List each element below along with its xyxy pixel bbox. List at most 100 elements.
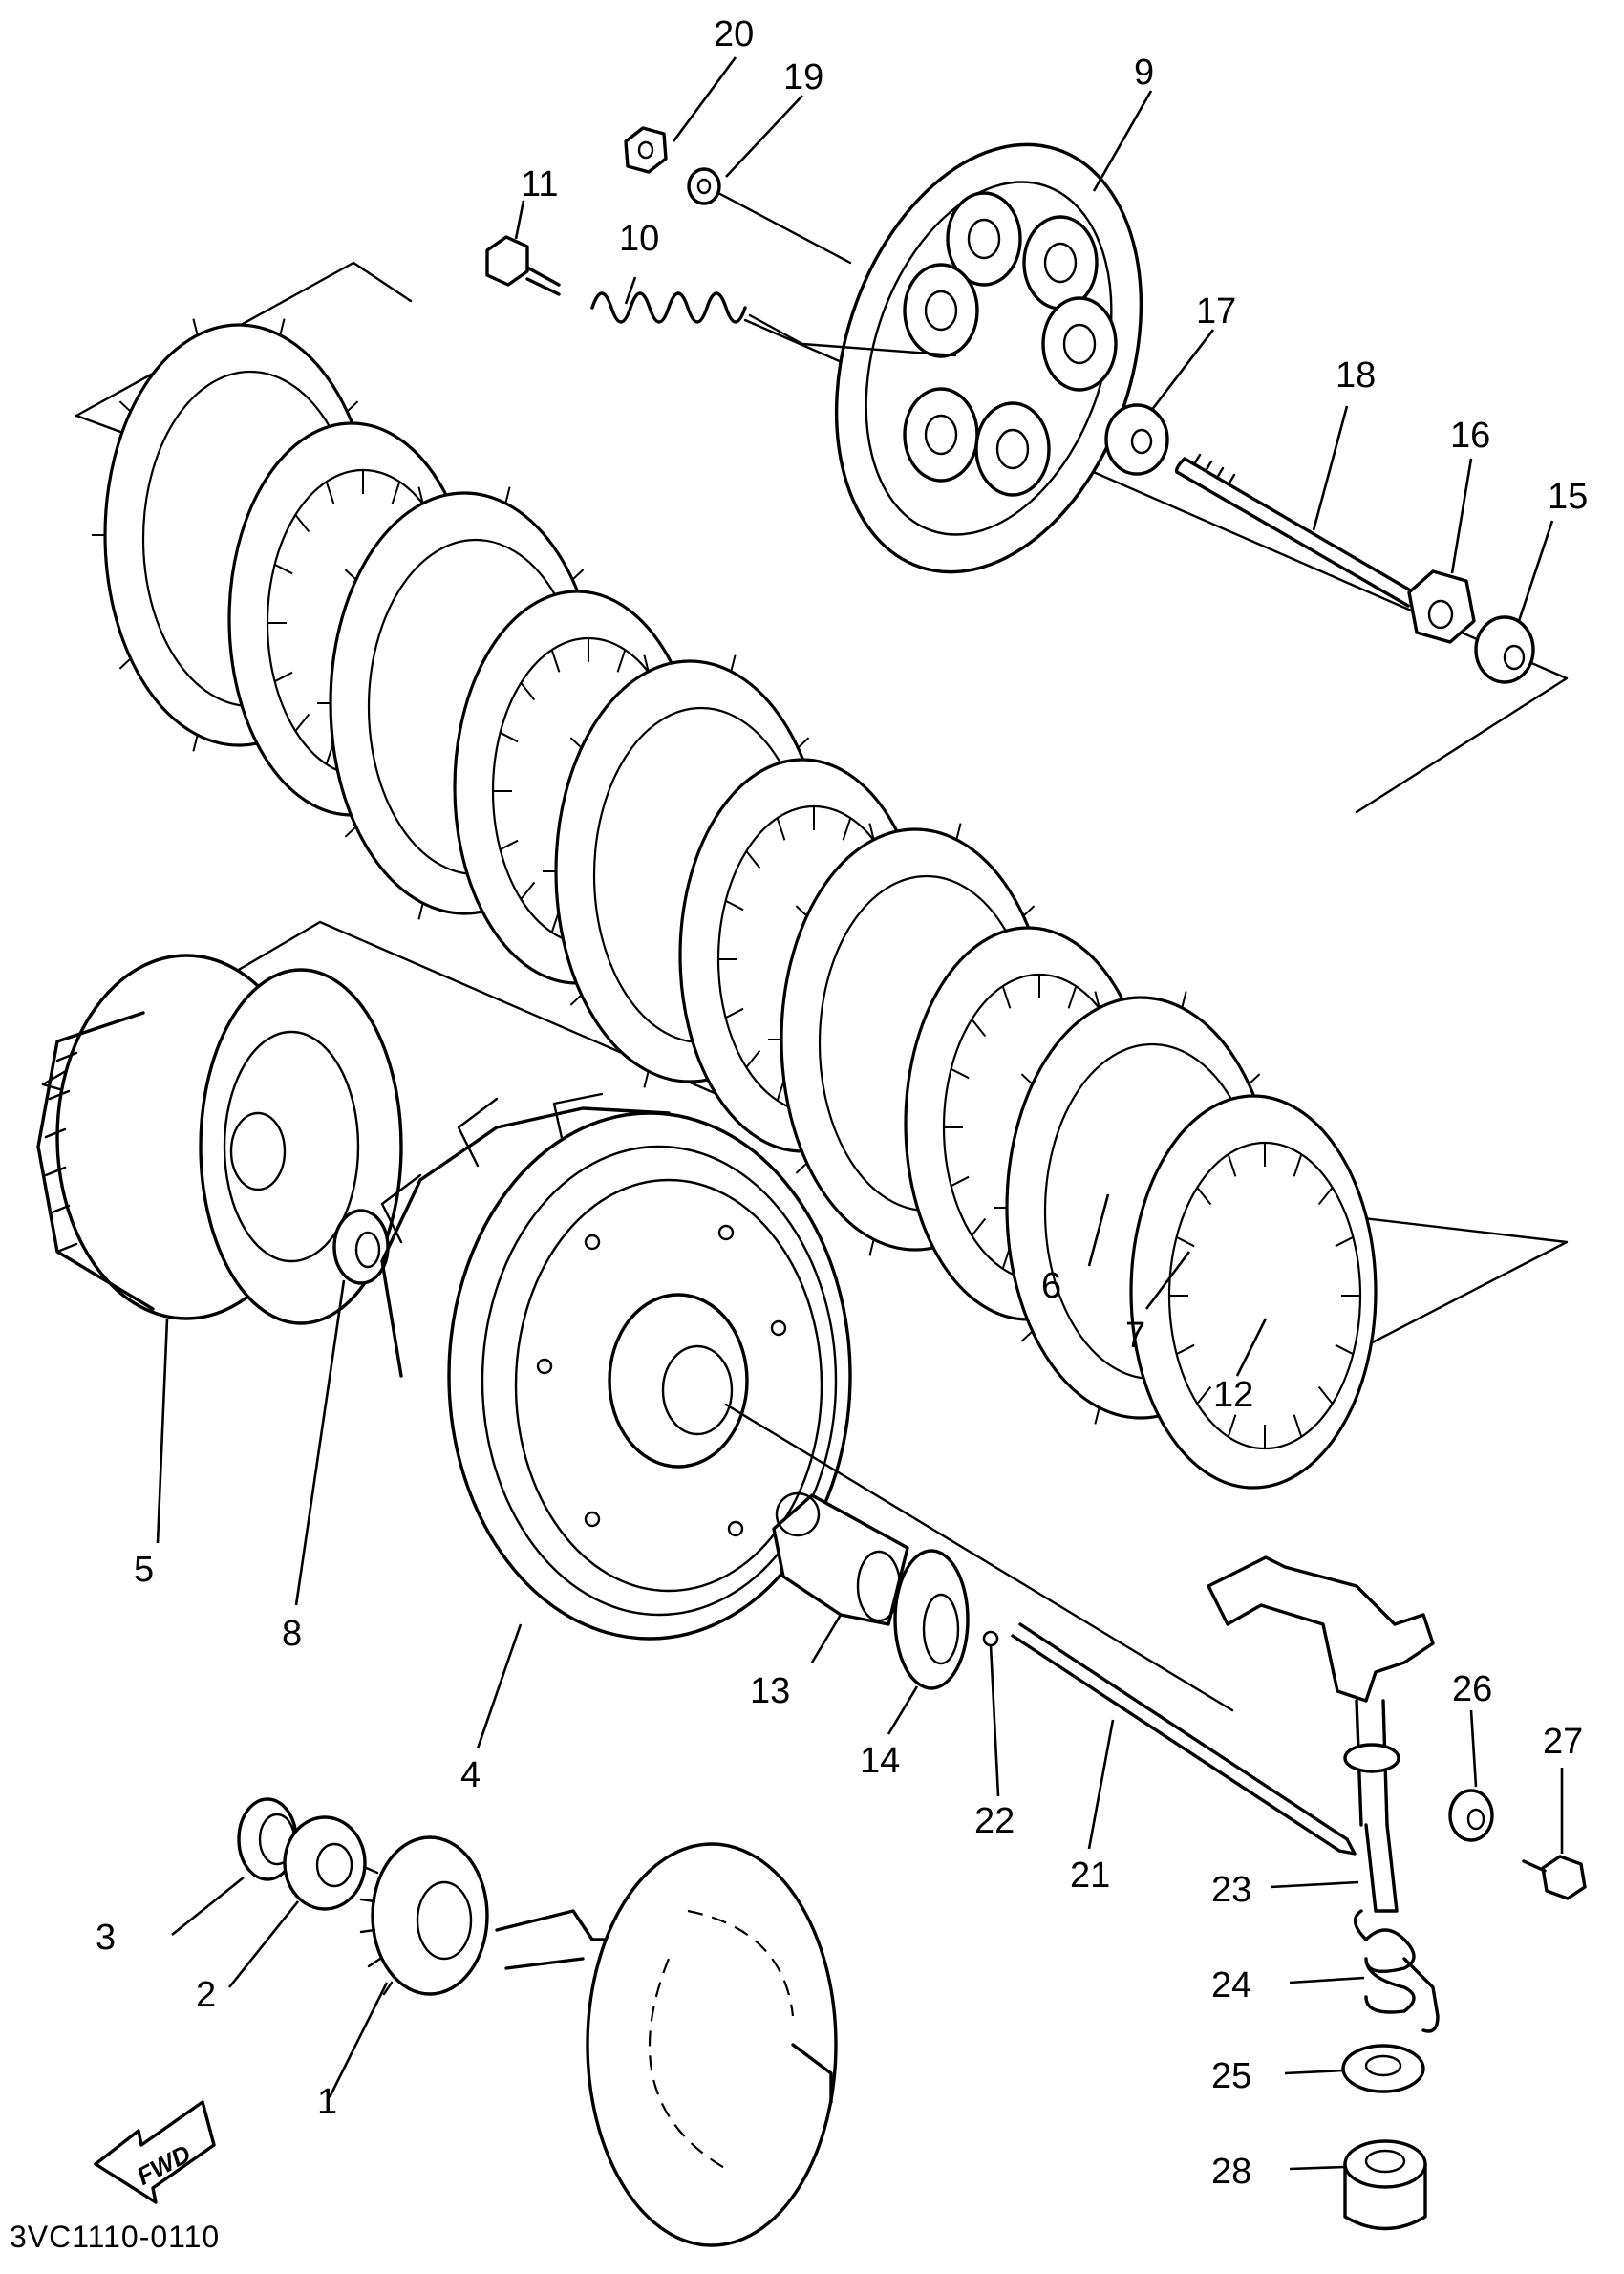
- clutch-housing: [380, 1092, 1234, 1712]
- plate-tab: [118, 657, 132, 670]
- crankshaft-balancer: [495, 1842, 838, 2247]
- plate-tab: [294, 713, 310, 732]
- spring-bolt: [485, 235, 561, 296]
- callout-13: 13: [750, 1671, 790, 1711]
- plate-tab: [951, 1175, 970, 1188]
- callout-2: 2: [196, 1975, 216, 2015]
- plate-tab: [842, 817, 852, 841]
- washer-25: [1341, 2044, 1425, 2093]
- plate-tab: [344, 826, 357, 838]
- callout-23: 23: [1211, 1870, 1251, 1910]
- plate-tab: [1094, 1406, 1100, 1425]
- plate-tab: [868, 823, 875, 841]
- plate-tab: [643, 1070, 650, 1088]
- plate-tab: [1248, 1073, 1261, 1085]
- callout-9: 9: [1134, 53, 1154, 93]
- plate-tab: [569, 994, 583, 1006]
- callout-22: 22: [974, 1801, 1015, 1841]
- plate-tab: [1181, 991, 1187, 1009]
- plate-tab: [971, 1217, 987, 1236]
- callout-8: 8: [282, 1614, 302, 1654]
- callout-4: 4: [460, 1755, 481, 1795]
- push-lever-shaft: [1207, 1555, 1435, 1913]
- push-rod-18: [1174, 453, 1416, 608]
- callout-3: 3: [96, 1918, 116, 1958]
- nut-16: [1407, 569, 1476, 644]
- plate-tab: [520, 881, 536, 900]
- plate-tab: [725, 899, 744, 912]
- oil-seal-28: [1343, 2139, 1427, 2231]
- callout-11: 11: [521, 164, 558, 204]
- plate-tab: [1293, 1414, 1303, 1438]
- callout-16: 16: [1450, 416, 1490, 456]
- plate-tab: [745, 850, 761, 869]
- washer-19: [687, 167, 852, 265]
- plate-tab: [745, 1049, 761, 1068]
- plate-tab: [971, 1019, 987, 1038]
- plate-tab: [1317, 1187, 1334, 1206]
- callout-1: 1: [317, 2082, 337, 2122]
- nut-20: [624, 126, 668, 174]
- plate-tab: [725, 1007, 744, 1019]
- plate-tab: [417, 902, 424, 920]
- callout-26: 26: [1452, 1669, 1492, 1709]
- drawing-code: 3VC1110-0110: [10, 2220, 220, 2254]
- callout-25: 25: [1211, 2056, 1251, 2096]
- plate-tab: [192, 318, 199, 336]
- plate-tab: [795, 905, 808, 917]
- plate-tab: [797, 737, 810, 749]
- plate-tab: [504, 486, 511, 504]
- plate-tab: [1176, 1343, 1195, 1356]
- plate-tab: [1227, 1414, 1237, 1438]
- collar-13: [772, 1491, 909, 1626]
- bolt-27: [1522, 1855, 1587, 1900]
- plate-tab: [1335, 1235, 1354, 1248]
- plate-tab: [868, 1238, 875, 1256]
- plate-tab: [1067, 985, 1078, 1009]
- callout-17: 17: [1196, 291, 1236, 332]
- washer-15: [1474, 615, 1535, 684]
- plate-tab: [500, 839, 519, 851]
- pressure-plate: [834, 142, 1143, 574]
- plate-tab: [346, 400, 359, 413]
- plate-tab: [951, 1067, 970, 1080]
- plate-tab: [616, 649, 627, 673]
- callout-10: 10: [619, 219, 659, 259]
- plate-tab: [955, 823, 962, 841]
- plate-tab: [279, 318, 286, 336]
- callout-7: 7: [1125, 1316, 1145, 1356]
- primary-drive-gear-1: [359, 1835, 489, 1996]
- plate-tab: [1293, 1153, 1303, 1177]
- washer-14: [893, 1549, 970, 1690]
- plate-tab: [1317, 1385, 1334, 1405]
- callout-24: 24: [1211, 1965, 1251, 2006]
- callout-18: 18: [1336, 355, 1376, 396]
- washer-2: [283, 1815, 367, 1911]
- plate-tab: [417, 486, 424, 504]
- plate-tab: [391, 481, 401, 504]
- callout-5: 5: [134, 1550, 154, 1590]
- clutch-plate-stack: [92, 318, 1378, 1490]
- forward-direction-arrow: FWD: [94, 2100, 216, 2204]
- plate-tab: [520, 682, 536, 701]
- plate-tab: [325, 481, 335, 504]
- bearing-17: [1104, 403, 1169, 476]
- plate-tab: [1094, 991, 1100, 1009]
- plate-tab: [1196, 1385, 1212, 1405]
- plate-tab: [643, 654, 650, 673]
- plate-tab: [1020, 1330, 1034, 1342]
- callout-20: 20: [714, 14, 754, 54]
- plate-tab: [795, 1162, 808, 1174]
- plate-tab: [776, 817, 786, 841]
- plate-tab: [294, 514, 310, 533]
- plate-tab: [500, 731, 519, 743]
- washer-26: [1448, 1789, 1494, 1842]
- callout-27: 27: [1543, 1722, 1583, 1762]
- plate-tab: [274, 671, 293, 683]
- callout-28: 28: [1211, 2152, 1251, 2192]
- clutch-plate: [1129, 1094, 1378, 1490]
- plate-tab: [1001, 985, 1012, 1009]
- plate-tab: [1335, 1343, 1354, 1356]
- plate-tab: [1196, 1187, 1212, 1206]
